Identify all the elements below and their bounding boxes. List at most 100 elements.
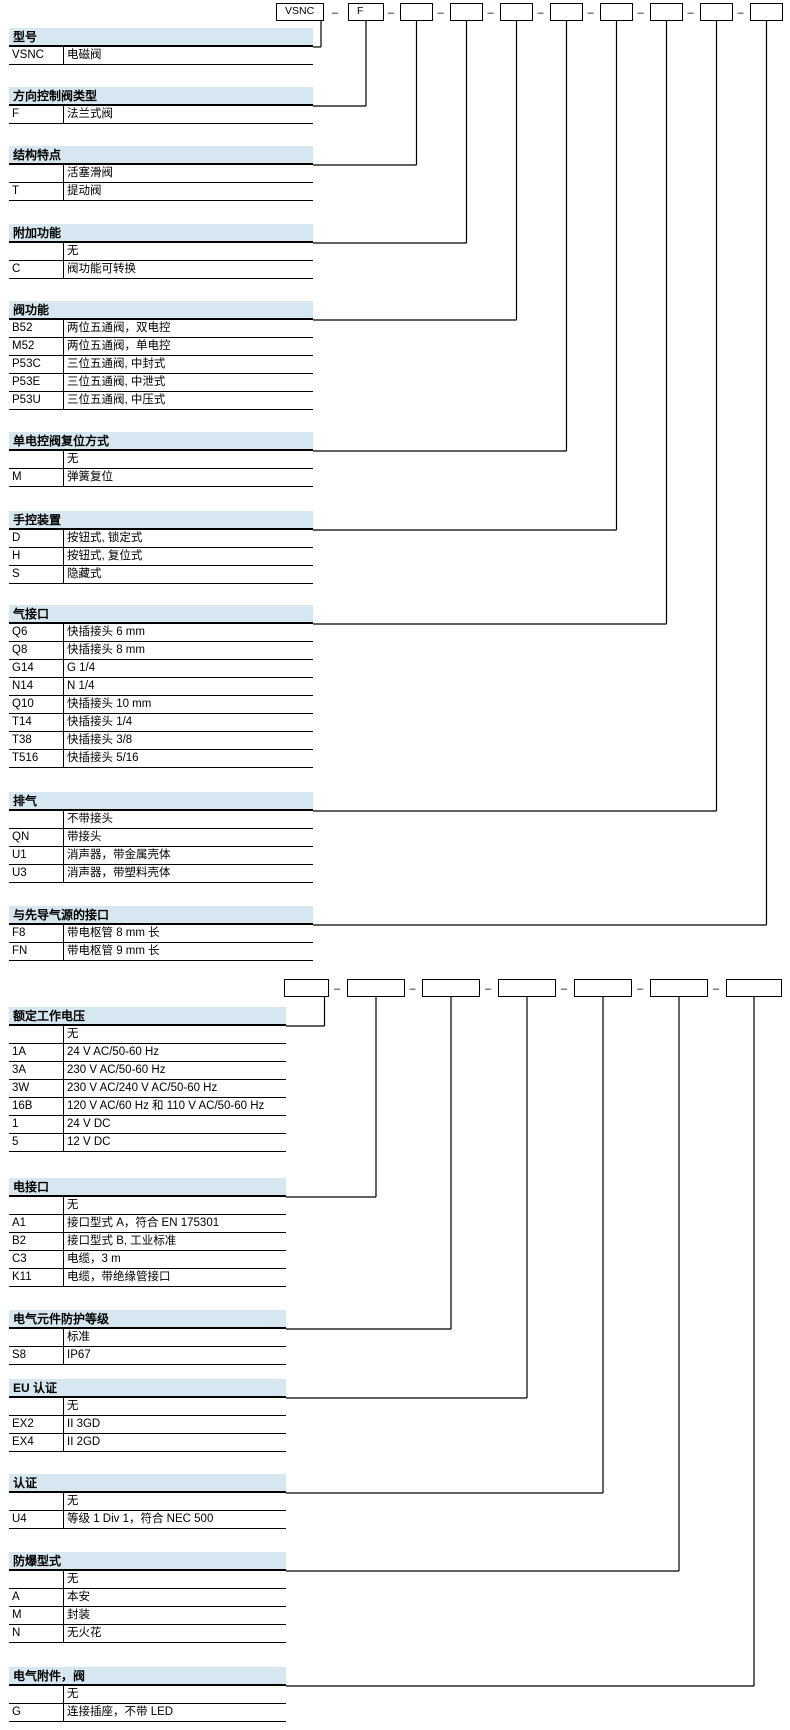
- option-code: C: [9, 261, 64, 278]
- option-group-title: 额定工作电压: [9, 1007, 286, 1026]
- option-row: 无: [9, 1571, 286, 1589]
- option-code: QN: [9, 829, 64, 846]
- option-code: 3A: [9, 1062, 64, 1079]
- option-group-title: 附加功能: [9, 224, 313, 243]
- option-code: B2: [9, 1233, 64, 1250]
- code-separator: –: [637, 983, 644, 995]
- option-description: 法兰式阀: [67, 108, 113, 120]
- option-description: 弹簧复位: [67, 471, 113, 483]
- option-group-title: 排气: [9, 792, 313, 811]
- top-code-box-8: [650, 3, 683, 21]
- option-description: 带接头: [67, 831, 102, 843]
- option-code: A1: [9, 1215, 64, 1232]
- option-code: F8: [9, 925, 64, 942]
- option-description: 快插接头 8 mm: [67, 644, 145, 656]
- option-code: [9, 1197, 64, 1214]
- bottom-code-box-5: [574, 979, 632, 997]
- top-code-box-5: [500, 3, 533, 21]
- option-code: N14: [9, 678, 64, 695]
- option-code: EX2: [9, 1416, 64, 1433]
- option-row: 无: [9, 1398, 286, 1416]
- option-description: 按钮式, 锁定式: [67, 532, 143, 544]
- option-code: [9, 1571, 64, 1588]
- option-description: II 3GD: [67, 1418, 101, 1430]
- option-group-title: 方向控制阀类型: [9, 87, 313, 106]
- option-description: 230 V AC/240 V AC/50-60 Hz: [67, 1082, 218, 1094]
- option-description: 无: [67, 1688, 79, 1700]
- option-code: 3W: [9, 1080, 64, 1097]
- option-description: 连接插座，不带 LED: [67, 1706, 174, 1718]
- option-code: U4: [9, 1511, 64, 1528]
- option-code: D: [9, 530, 64, 547]
- option-description: 230 V AC/50-60 Hz: [67, 1064, 166, 1076]
- option-code: U1: [9, 847, 64, 864]
- option-code: [9, 1329, 64, 1346]
- option-code: 5: [9, 1134, 64, 1151]
- option-description: 不带接头: [67, 813, 113, 825]
- option-row: 无: [9, 1493, 286, 1511]
- top-code-box-4: [450, 3, 483, 21]
- option-code: [9, 1026, 64, 1043]
- option-row: 无: [9, 1026, 286, 1044]
- option-code: H: [9, 548, 64, 565]
- option-code: Q10: [9, 696, 64, 713]
- option-code: [9, 1686, 64, 1703]
- option-group-title: 电接口: [9, 1178, 286, 1197]
- option-group-title: 与先导气源的接口: [9, 906, 313, 925]
- option-group-title: 单电控阀复位方式: [9, 432, 313, 451]
- code-separator: –: [687, 7, 694, 19]
- option-description: 阀功能可转换: [67, 263, 136, 275]
- option-row: 标准: [9, 1329, 286, 1347]
- option-description: 快插接头 1/4: [67, 716, 133, 728]
- option-code: F: [9, 106, 64, 123]
- option-description: 24 V DC: [67, 1118, 111, 1130]
- option-code: T: [9, 183, 64, 200]
- option-code: [9, 451, 64, 468]
- option-description: 三位五通阀, 中压式: [67, 394, 166, 406]
- code-separator: –: [587, 7, 594, 19]
- option-code: VSNC: [9, 47, 64, 64]
- option-description: 无: [67, 245, 79, 257]
- option-description: 无: [67, 1028, 79, 1040]
- top-code-box-7: [600, 3, 633, 21]
- option-description: 本安: [67, 1591, 90, 1603]
- code-separator: –: [409, 983, 416, 995]
- option-code: M: [9, 1607, 64, 1624]
- option-code: G14: [9, 660, 64, 677]
- top-code-box-1: VSNC: [276, 3, 324, 21]
- option-row: 无: [9, 451, 313, 469]
- bottom-code-box-3: [422, 979, 480, 997]
- option-description: 电磁阀: [67, 49, 102, 61]
- option-code: M: [9, 469, 64, 486]
- option-code: N: [9, 1625, 64, 1642]
- option-group-title: 气接口: [9, 605, 313, 624]
- code-separator: –: [637, 7, 644, 19]
- code-separator: –: [437, 7, 444, 19]
